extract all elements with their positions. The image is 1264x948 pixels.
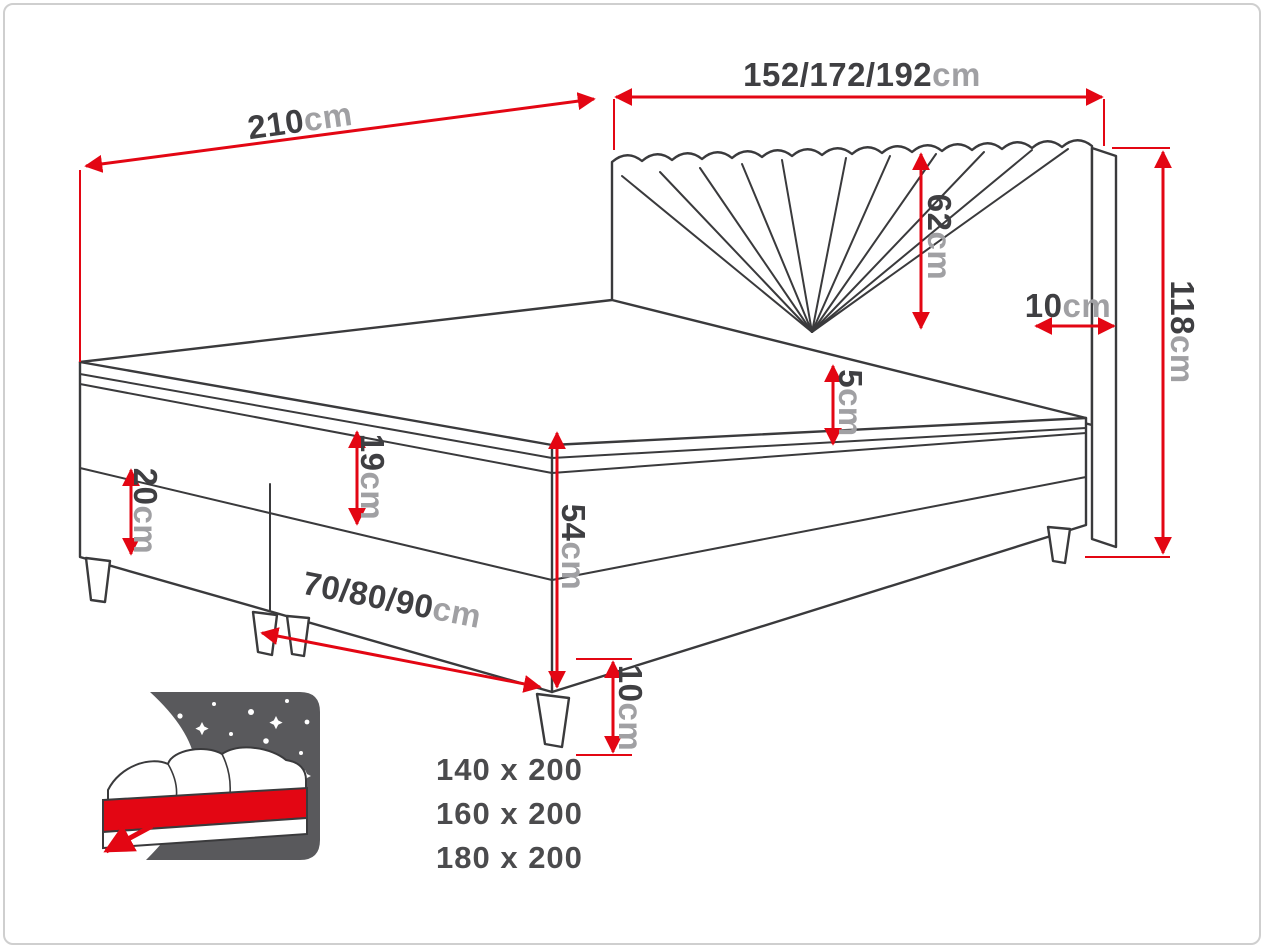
dim-unit: cm (127, 505, 164, 555)
headboard (610, 139, 1118, 549)
dim-unit: cm (612, 702, 649, 752)
headboard-side-panel (1090, 146, 1118, 549)
dim-line-box-width (260, 627, 542, 693)
dim-unit: cm (301, 94, 355, 139)
dim-value: 20 (127, 467, 164, 506)
dim-label-headboard-thickness: 10cm (1025, 287, 1111, 325)
bed-leg (1046, 525, 1072, 565)
size-option: 160 x 200 (436, 796, 583, 831)
headboard-channel-stitching (621, 148, 1069, 333)
extension-line (576, 658, 632, 756)
dim-label-headboard-height: 62cm (920, 194, 958, 280)
dim-value: 10 (1024, 287, 1063, 324)
dim-value: 118 (1164, 280, 1201, 336)
dim-unit: cm (1062, 287, 1112, 324)
dim-value: 152/172/192 (743, 56, 933, 93)
dim-unit: cm (555, 541, 592, 591)
dim-unit: cm (932, 56, 981, 93)
dim-value: 54 (555, 503, 592, 542)
dim-value: 10 (612, 664, 649, 703)
dim-unit: cm (1164, 335, 1201, 384)
dim-label-total-height: 118cm (1163, 280, 1201, 383)
dim-label-box-height: 20cm (126, 468, 164, 554)
bed-leg (535, 692, 571, 749)
width-arrow-icon (103, 823, 154, 854)
dim-line-bed-length (84, 92, 596, 173)
dim-value: 5 (832, 369, 869, 389)
extension-line (613, 99, 1105, 150)
dim-unit: cm (832, 388, 869, 437)
bed-mattress-sizes-icon (102, 692, 320, 860)
dimension-lines (79, 88, 1172, 756)
dim-unit: cm (429, 589, 485, 635)
size-options-list: 140 x 200 160 x 200 180 x 200 (436, 748, 583, 880)
dim-label-topper-height: 5cm (831, 369, 869, 437)
dim-unit: cm (921, 231, 958, 281)
dim-label-leg-height: 10cm (611, 665, 649, 751)
dim-value: 19 (354, 433, 391, 472)
dim-label-base-height: 54cm (554, 504, 592, 590)
bed-leg (84, 556, 112, 604)
extension-line (1085, 147, 1170, 558)
dim-value: 210 (245, 101, 307, 147)
dim-value: 62 (921, 193, 958, 232)
dim-label-headboard-width: 152/172/192cm (743, 56, 981, 94)
size-option: 180 x 200 (436, 840, 583, 875)
headboard-panel (610, 139, 1094, 427)
bed-leg (285, 614, 311, 658)
dim-label-mattress-height: 19cm (353, 434, 391, 520)
dim-unit: cm (354, 471, 391, 521)
size-option: 140 x 200 (436, 752, 583, 787)
mattress-base-strip (102, 816, 308, 850)
